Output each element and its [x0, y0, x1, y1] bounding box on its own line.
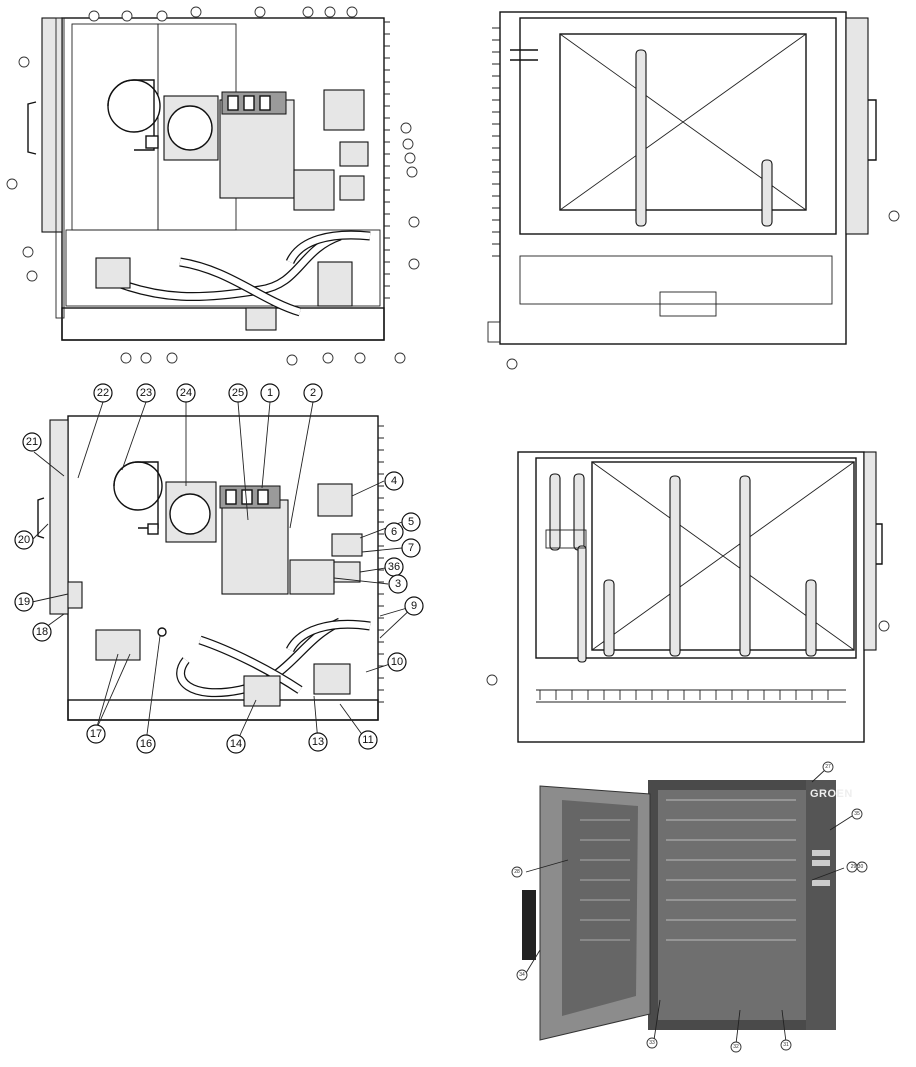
callout-34: 34: [516, 969, 528, 981]
callout-21: 21: [22, 432, 42, 452]
svg-text:28: 28: [514, 869, 520, 875]
svg-text:24: 24: [180, 387, 192, 399]
svg-text:19: 19: [18, 596, 30, 608]
callout-13: 13: [308, 732, 328, 752]
svg-text:25: 25: [232, 387, 244, 399]
callout-35: 35: [851, 808, 863, 820]
callout-31: 31: [780, 1039, 792, 1051]
svg-text:16: 16: [140, 738, 152, 750]
svg-text:35: 35: [854, 811, 860, 817]
svg-text:13: 13: [312, 736, 324, 748]
svg-text:17: 17: [90, 728, 102, 740]
svg-text:18: 18: [36, 626, 48, 638]
callout-9: 9: [404, 596, 424, 616]
callout-2: 2: [303, 383, 323, 403]
svg-text:36: 36: [388, 561, 400, 573]
svg-text:22: 22: [97, 387, 109, 399]
oven-photo: GROEN: [512, 760, 853, 1056]
svg-text:14: 14: [230, 738, 242, 750]
svg-text:32: 32: [733, 1044, 739, 1050]
view-middle-right: [486, 451, 890, 743]
callouts-detailed: 22 23 24 25 1 2 21 4 5 6 7 36 3 20 19 18…: [14, 383, 424, 754]
callout-19: 19: [14, 592, 34, 612]
svg-text:11: 11: [362, 734, 373, 746]
svg-text:23: 23: [140, 387, 152, 399]
callout-14: 14: [226, 734, 246, 754]
svg-text:29 30: 29 30: [851, 864, 864, 870]
callout-11: 11: [358, 730, 378, 750]
svg-text:2: 2: [310, 387, 316, 399]
svg-text:10: 10: [391, 656, 403, 668]
svg-text:3: 3: [395, 578, 401, 590]
callout-16: 16: [136, 734, 156, 754]
callout-17: 17: [86, 724, 106, 744]
callout-5: 5: [401, 512, 421, 532]
svg-text:33: 33: [649, 1040, 655, 1046]
svg-text:5: 5: [408, 516, 414, 528]
svg-text:7: 7: [408, 542, 414, 554]
svg-text:27: 27: [825, 764, 831, 770]
view-top-right: [487, 11, 900, 370]
callout-24: 24: [176, 383, 196, 403]
callout-28: 28: [511, 866, 523, 878]
callout-23: 23: [136, 383, 156, 403]
svg-text:21: 21: [26, 436, 38, 448]
view-top-left: [6, 6, 420, 366]
callouts-photo: 27 35 28 29 30 34 33 32 31: [511, 761, 868, 1053]
callout-27: 27: [822, 761, 834, 773]
svg-text:34: 34: [519, 972, 525, 978]
svg-text:31: 31: [783, 1042, 789, 1048]
callout-6: 6: [384, 522, 404, 542]
photo-leader-lines: [525, 768, 853, 1045]
svg-text:1: 1: [267, 387, 273, 399]
brand-logo-text: GROEN: [810, 788, 853, 800]
callout-33: 33: [646, 1037, 658, 1049]
callout-20: 20: [14, 530, 34, 550]
svg-text:6: 6: [391, 526, 397, 538]
view-middle-left: [37, 415, 384, 721]
svg-text:4: 4: [391, 475, 397, 487]
callout-1: 1: [260, 383, 280, 403]
svg-text:20: 20: [18, 534, 30, 546]
callout-36: 36: [384, 557, 404, 577]
callout-3: 3: [388, 574, 408, 594]
callout-22: 22: [93, 383, 113, 403]
callout-18: 18: [32, 622, 52, 642]
callout-10: 10: [387, 652, 407, 672]
callout-4: 4: [384, 471, 404, 491]
callout-29-30: 29 30: [846, 861, 868, 873]
callout-7: 7: [401, 538, 421, 558]
callout-32: 32: [730, 1041, 742, 1053]
callout-25: 25: [228, 383, 248, 403]
svg-text:9: 9: [411, 600, 417, 612]
